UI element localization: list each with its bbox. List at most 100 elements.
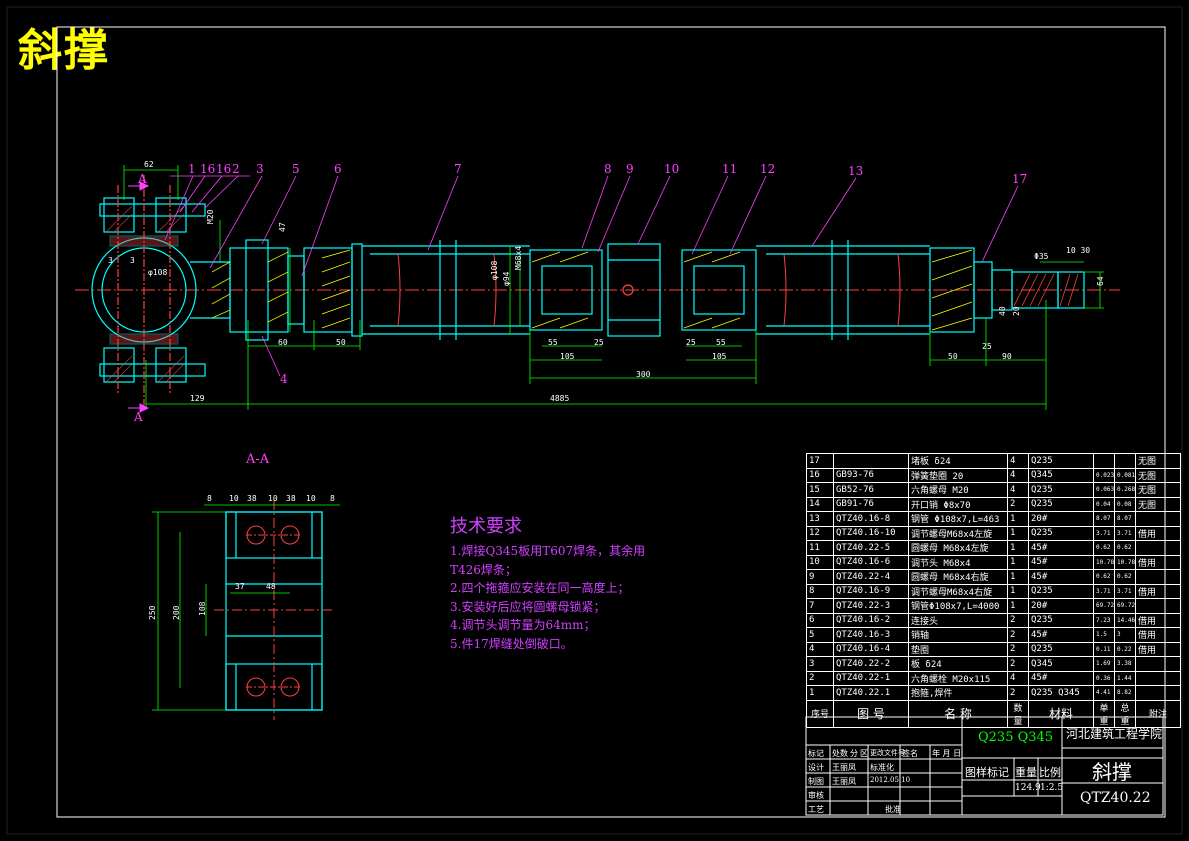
dim-d105a: 105 [560,352,575,361]
bom-cell-no: 15 [806,482,834,498]
bom-cell-mat: 45# [1028,627,1094,643]
tb-draw: 制图 [808,777,824,786]
tube-7 [362,240,530,340]
bom-cell-note [1135,540,1181,556]
bom-cell-note [1135,569,1181,585]
bom-cell-w2: 10.78 [1114,554,1136,570]
bom-cell-w2: 0.08 [1114,496,1136,512]
bom-cell-code: QTZ40.22-1 [833,670,909,686]
dim-m68: M68x4 [514,245,523,270]
balloon-11: 10 [664,162,680,176]
tb-places: 处数 [832,749,848,758]
bom-cell-mat: 45# [1028,569,1094,585]
thread-hatch [1013,273,1079,307]
part-name: 斜撑 [1092,760,1132,784]
bom-cell-w1: 0.36 [1093,670,1115,686]
dim-d129: 129 [190,394,205,403]
bom-cell-name: 钢管 Φ108x7,L=463 [908,511,1008,527]
bom-cell-code: GB52-76 [833,482,909,498]
bom-cell-w1: 0.62 [1093,540,1115,556]
bom-cell-code: QTZ40.16-6 [833,554,909,570]
section-aa-dims [152,504,340,711]
bom-cell-code: QTZ40.22-5 [833,540,909,556]
bom-cell-w1: 1.69 [1093,656,1115,672]
bom-cell-w2: 3.71 [1114,583,1136,599]
dim-r25: 25 [982,342,992,351]
dim-d105b: 105 [712,352,727,361]
bom-header-w2: 总重 [1114,699,1136,728]
bom-cell-qty: 2 [1007,627,1029,643]
bom-cell-code: QTZ40.22.1 [833,685,909,701]
bom-cell-mat: 45# [1028,554,1094,570]
title-material: Q235 Q345 [978,730,1054,745]
bom-cell-qty: 1 [1007,540,1029,556]
bom-cell-qty: 1 [1007,598,1029,614]
tb-drawer: 王丽凤 [832,777,856,786]
bom-cell-no: 7 [806,598,834,614]
tube-7-breaks [397,253,497,327]
school-name: 河北建筑工程学院 [1066,727,1163,741]
bom-cell-code: QTZ40.22-2 [833,656,909,672]
bom-header-code: 图 号 [833,699,909,728]
dim-d62: 62 [144,160,154,169]
bom-cell-w1 [1093,453,1115,469]
tech-line: T426焊条； [450,562,517,577]
drawing-number: QTZ40.22 [1080,790,1151,806]
dim-phi94: φ94 [502,271,511,286]
tb-zone: 分 [850,749,858,758]
bom-cell-w1: 0.023 [1093,467,1115,483]
scale-label: 比例 [1039,766,1061,779]
bom-cell-qty: 1 [1007,511,1029,527]
bom-cell-name: 圆螺母 M68x4右旋 [908,569,1008,585]
adjust-nut-right [681,249,757,331]
balloon-13: 12 [760,162,776,176]
bom-cell-mat: Q235 [1028,641,1094,657]
bom-cell-mat: Q345 [1028,656,1094,672]
bom-cell-mat: 45# [1028,670,1094,686]
bom-cell-w1: 0.04 [1093,496,1115,512]
dim-r64: 64 [1096,276,1105,286]
bom-cell-name: 调节螺母M68x4右旋 [908,583,1008,599]
dim-d60: 60 [278,338,288,347]
tb-design: 设计 [808,763,824,772]
tube-13-breaks [783,253,901,327]
bom-cell-w2: 0.62 [1114,569,1136,585]
cut-mark-a_top: A [138,172,147,186]
bom-header-note: 附注 [1135,699,1181,728]
balloon-7: 6 [334,162,342,176]
bom-cell-code: GB91-76 [833,496,909,512]
bom-cell-w1: 10.78 [1093,554,1115,570]
bom-cell-note [1135,598,1181,614]
dim-r40: 40 [998,306,1007,316]
bom-cell-w2 [1114,453,1136,469]
balloon-14: 13 [848,164,864,178]
dim-phi: φ108 [148,268,168,277]
balloon-2: 16 [200,162,216,176]
bom-cell-name: 连接头 [908,612,1008,628]
bom-cell-qty: 4 [1007,482,1029,498]
bom-cell-qty: 4 [1007,467,1029,483]
balloon-1: 1 [188,162,196,176]
bom-cell-no: 17 [806,453,834,469]
section-cut-markers [128,181,150,413]
section-label: A-A [246,452,270,467]
drawing-frame [56,26,1166,818]
bom-cell-code: QTZ40.22-4 [833,569,909,585]
leader-lines [164,175,1019,377]
tb-approve: 批准 [885,805,901,814]
balloon-12: 11 [722,162,738,176]
bom-cell-code: QTZ40.16-4 [833,641,909,657]
bom-header-no: 序号 [806,699,834,728]
bom-cell-qty: 2 [1007,496,1029,512]
bom-cell-w2: 69.72 [1114,598,1136,614]
bom-cell-w2: 0.081 [1114,467,1136,483]
section-dim-3: 10 [268,494,278,503]
